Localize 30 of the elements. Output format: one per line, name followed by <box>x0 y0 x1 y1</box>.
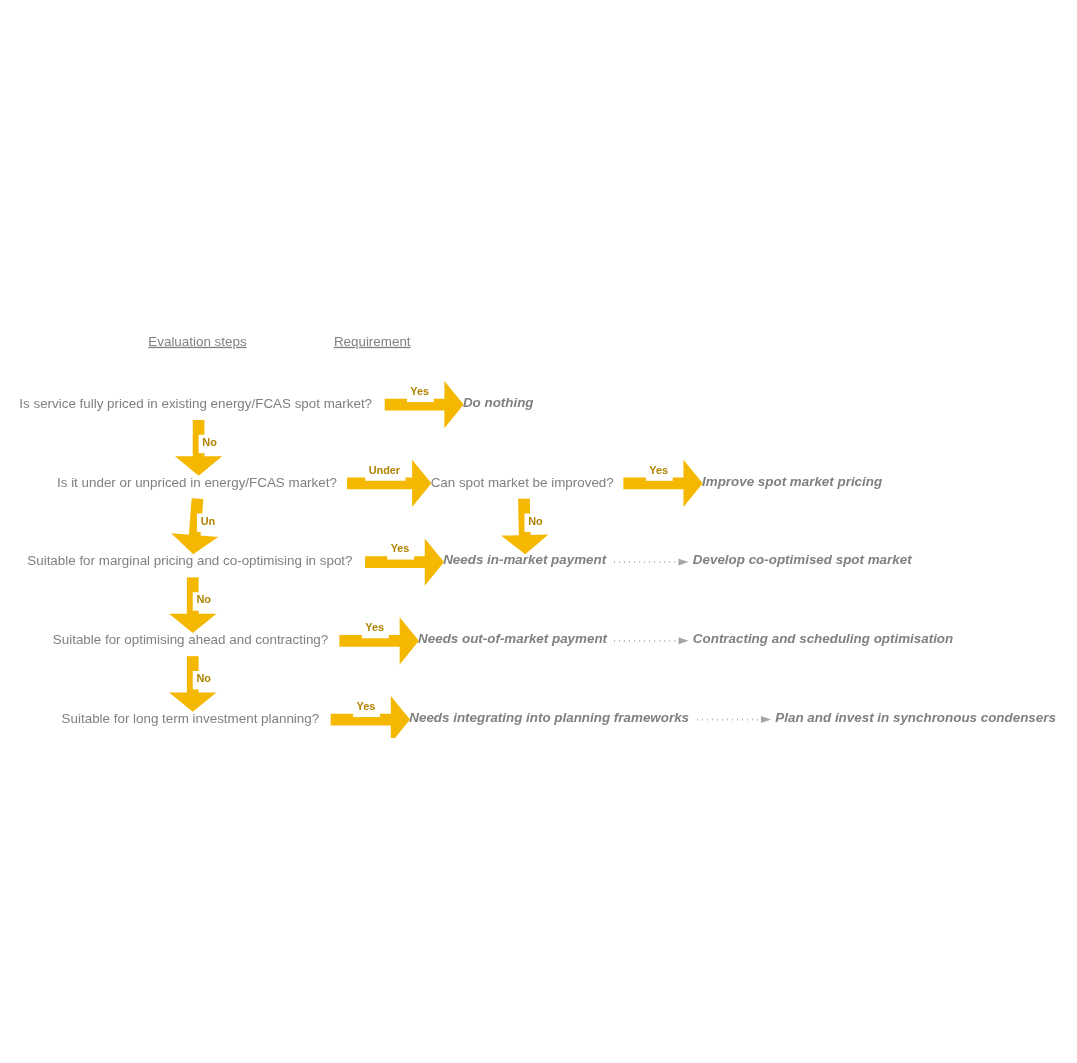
node-text: Suitable for marginal pricing and co-optimising in spot? <box>27 553 353 569</box>
label: Requirement <box>333 333 411 349</box>
edge-label: Yes <box>390 542 410 555</box>
node-text: Needs in-market payment <box>443 552 607 568</box>
arrow <box>613 558 689 566</box>
edge-label: No <box>196 593 211 606</box>
node-text: Contracting and scheduling optimisation <box>692 631 954 647</box>
node-text: Suitable for long term investment planning? <box>61 710 320 726</box>
edge-label: No <box>196 672 211 685</box>
node-text: Can spot market be improved? <box>430 474 614 490</box>
node-text: Plan and invest in synchronous condensers <box>775 709 1056 725</box>
node-text: Needs integrating into planning frameworks <box>409 709 690 725</box>
node-text: Is it under or unpriced in energy/FCAS market? <box>57 474 337 490</box>
node-text: Improve spot market pricing <box>702 473 883 489</box>
node-text: Needs out-of-market payment <box>418 631 608 647</box>
node-text: Is service fully priced in existing energy/FCAS spot market? <box>19 395 373 411</box>
edge-label: Yes <box>356 699 376 712</box>
edge-label: Under <box>368 463 401 476</box>
node-text: Develop co-optimised spot market <box>692 552 912 568</box>
edge-label: No <box>528 514 543 527</box>
arrow <box>696 716 772 724</box>
edge-label: No <box>202 435 217 448</box>
edge-label: Yes <box>365 621 385 634</box>
node-text: Suitable for optimising ahead and contracting? <box>52 632 329 648</box>
edge-label: Yes <box>410 384 430 397</box>
edge-label: Un <box>200 514 216 527</box>
edge-label: Yes <box>649 463 669 476</box>
node-text: Do nothing <box>462 394 534 410</box>
arrow <box>613 637 689 645</box>
label: Evaluation steps <box>148 333 247 349</box>
